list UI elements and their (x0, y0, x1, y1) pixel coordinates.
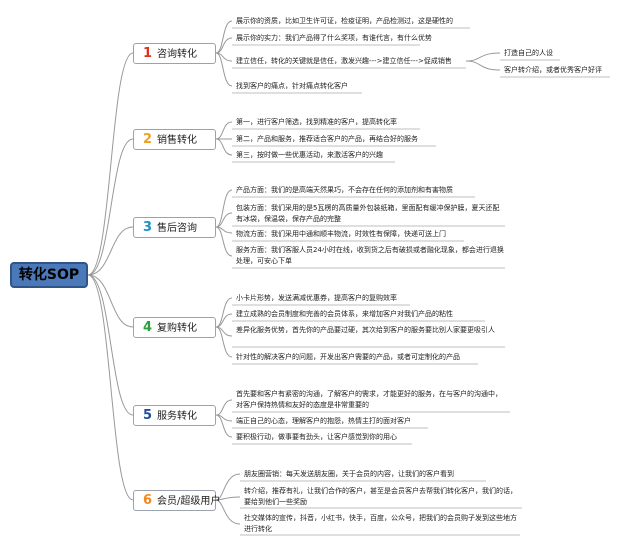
leaf-text: 服务方面：我们客服人员24小时在线，收到货之后有破损或者融化现象，都会进行退换处… (236, 246, 504, 265)
branch-number: 3 (142, 220, 153, 235)
leaf-text: 展示你的实力：我们产品得了什么奖项，有谁代言，有什么优势 (236, 34, 432, 42)
branch-repurchase-conversion[interactable]: 4 复购转化 (133, 317, 216, 338)
branch-sales-conversion[interactable]: 2 销售转化 (133, 129, 216, 150)
leaf-text: 找到客户的痛点，针对痛点转化客户 (236, 82, 348, 90)
branch-label: 销售转化 (157, 135, 197, 146)
branch-member-super-user[interactable]: 6 会员/超级用户 (133, 490, 220, 511)
connector-root-branch-6 (87, 274, 134, 501)
sub-leaf-text: 客户转介绍，或者优秀客户好评 (504, 66, 602, 74)
branch-label: 会员/超级用户 (157, 496, 221, 507)
branch-number: 5 (142, 408, 153, 423)
leaf-text: 第二，产品和服务，推荐适合客户的产品，再结合好的服务 (236, 135, 418, 143)
leaf-text: 包装方面：我们采用的是5瓦楞的高质量外包装纸箱，里面配有缓冲保护膜，夏天还配有冰… (236, 204, 500, 223)
branch-label: 服务转化 (157, 411, 197, 422)
branch-label: 售后咨询 (157, 223, 197, 234)
branch-label: 复购转化 (157, 323, 197, 334)
connector-root-branch-2 (87, 138, 134, 276)
leaf-text: 朋友圈营销：每天发送朋友圈，关于会员的内容，让我们的客户看到 (244, 470, 454, 478)
connector-root-branch-1 (87, 52, 134, 276)
connector-root-branch-4 (87, 274, 134, 328)
branch-number: 1 (142, 46, 153, 61)
leaf-text: 要积极行动，做事要有劲头，让客户感觉到你的用心 (236, 433, 397, 441)
branch-after-sales[interactable]: 3 售后咨询 (133, 217, 216, 238)
leaf-text: 社交媒体的宣传，抖音，小红书，快手，百度，公众号，把我们的会员购子发到这些地方进… (244, 514, 517, 533)
branch-consult-conversion[interactable]: 1 咨询转化 (133, 43, 216, 64)
connector-root-branch-5 (87, 274, 134, 416)
branch-number: 6 (142, 493, 153, 508)
leaf-text: 展示你的资质，比如卫生许可证，检疫证明，产品检测过，这是硬性的 (236, 17, 453, 25)
branch-number: 4 (142, 320, 153, 335)
leaf-text: 产品方面：我们的是高端天然果巧，不会存在任何的添加剂和有害物质 (236, 186, 453, 194)
leaf-text: 小卡片形势，发送满减优惠券，提高客户的复购效率 (236, 294, 397, 302)
leaf-text: 首先要和客户有紧密的沟通，了解客户的需求，才能更好的服务，在与客户的沟通中，对客… (236, 390, 502, 409)
leaf-text: 建立成熟的会员制度和完善的会员体系，来增加客户对我们产品的粘性 (236, 310, 453, 318)
leaf-text: 端正自己的心态，理解客户的抱怨，热情主打的面对客户 (236, 417, 411, 425)
sub-leaf-text: 打造自己的人设 (504, 49, 553, 57)
leaf-text: 差异化服务优势，首先你的产品要过硬，其次给到客户的服务要比别人家要更吸引人 (236, 326, 495, 334)
branch-label: 咨询转化 (157, 49, 197, 60)
leaf-text: 针对性的解决客户的问题，开发出客户需要的产品，或者可定制化的产品 (236, 353, 460, 361)
leaf-text: 建立信任，转化的关键就是信任，激发兴趣--->建立信任--->促成销售 (236, 57, 452, 65)
leaf-text: 第三，按时做一些优惠活动，来激活客户的兴趣 (236, 151, 383, 159)
connector-root-branch-3 (87, 226, 134, 276)
branch-service-conversion[interactable]: 5 服务转化 (133, 405, 216, 426)
leaf-text: 物流方面：我们采用中通和顺丰物流，时效性有保障，快递可送上门 (236, 230, 446, 238)
leaf-text: 第一，进行客户筛选，找到精准的客户，提高转化率 (236, 118, 397, 126)
branch-number: 2 (142, 132, 153, 147)
root-node[interactable]: 转化SOP (10, 262, 88, 288)
leaf-text: 转介绍，推荐有礼，让我们合作的客户，甚至是会员客户去帮我们转化客户，我们的话，要… (244, 487, 517, 506)
